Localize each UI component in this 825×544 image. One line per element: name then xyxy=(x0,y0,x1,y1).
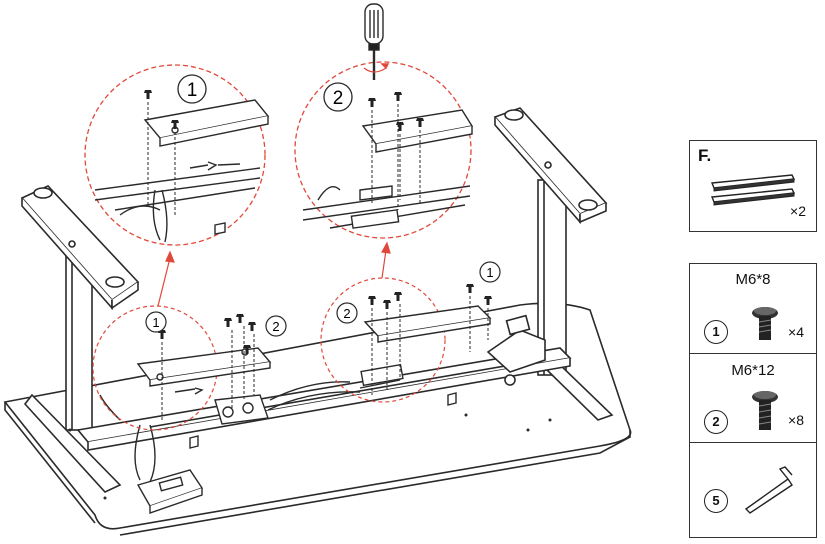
part-m6x8-badge: 1 xyxy=(704,320,728,344)
svg-text:2: 2 xyxy=(272,319,279,334)
part-f-quantity: ×2 xyxy=(790,203,806,219)
part-m6x12-badge-label: 2 xyxy=(712,414,719,429)
part-f-panel: F. ×2 xyxy=(689,140,817,232)
part-m6x12-quantity: ×8 xyxy=(788,412,804,428)
part-hex-key-badge-label: 5 xyxy=(712,493,719,508)
part-hex-key: 5 xyxy=(690,442,816,537)
part-hex-key-badge: 5 xyxy=(704,489,728,513)
step-2-badge-lower-right: 2 xyxy=(337,303,357,323)
svg-text:1: 1 xyxy=(187,80,198,101)
part-m6x8: M6*8 1 ×4 xyxy=(690,264,816,353)
svg-text:1: 1 xyxy=(486,265,493,280)
svg-text:2: 2 xyxy=(343,306,350,321)
zoom-detail-step-2: 2 xyxy=(295,62,472,238)
part-m6x8-size: M6*8 xyxy=(690,271,816,288)
step-1-badge-lower-right: 1 xyxy=(480,262,500,282)
part-m6x8-badge-label: 1 xyxy=(712,324,719,339)
part-m6x12-badge: 2 xyxy=(704,410,728,434)
part-m6x12: M6*12 2 ×8 xyxy=(690,353,816,443)
svg-text:1: 1 xyxy=(152,315,159,330)
zoom-detail-step-1: 1 xyxy=(85,65,268,245)
part-m6x12-size: M6*12 xyxy=(690,362,816,379)
leader-arrows xyxy=(158,243,390,306)
bolt-icon xyxy=(745,304,785,344)
rail-strip-icon xyxy=(708,171,798,211)
step-1-badge-lower-left: 1 xyxy=(146,312,166,332)
hardware-panel: M6*8 1 ×4 M6*12 2 ×8 xyxy=(689,263,817,538)
part-m6x8-quantity: ×4 xyxy=(788,324,804,340)
step-2-badge-lower-left: 2 xyxy=(266,316,286,336)
part-f-letter: F. xyxy=(698,146,711,166)
hex-key-icon xyxy=(742,465,802,515)
svg-text:2: 2 xyxy=(333,88,344,109)
bolt-icon xyxy=(745,388,785,432)
